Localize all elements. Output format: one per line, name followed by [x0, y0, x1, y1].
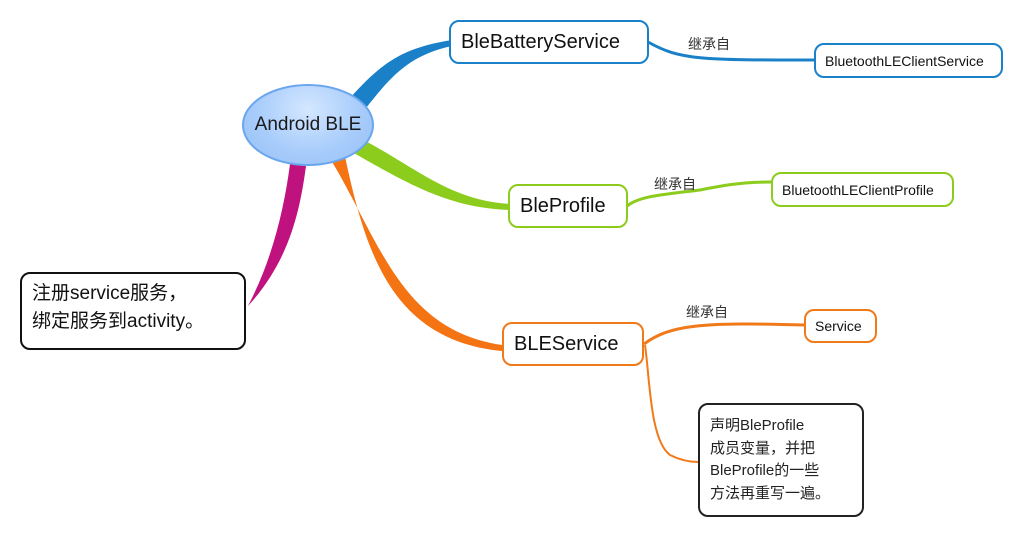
central-topic[interactable]: Android BLE	[242, 84, 374, 166]
node-label: BleProfile	[520, 194, 606, 217]
callout-register-service[interactable]: 注册service服务， 绑定服务到activity。	[20, 272, 246, 350]
branch-blue	[350, 40, 452, 108]
relation-label-orange: 继承自	[686, 305, 728, 321]
node-label: Service	[815, 318, 862, 334]
central-topic-label: Android BLE	[254, 114, 362, 135]
node-service[interactable]: Service	[804, 309, 877, 343]
node-bluetoothleclientprofile[interactable]: BluetoothLEClientProfile	[771, 172, 954, 207]
node-label: BluetoothLEClientService	[825, 52, 984, 69]
note-line: 声明BleProfile	[710, 417, 805, 434]
node-bleservice[interactable]: BLEService	[502, 322, 644, 366]
branch-green	[352, 138, 510, 210]
connector-green	[626, 180, 773, 208]
connector-orange-note	[644, 344, 699, 463]
callout-line: 注册service服务，	[32, 283, 188, 304]
node-label: BluetoothLEClientProfile	[782, 181, 934, 198]
callout-line: 绑定服务到activity。	[32, 310, 205, 332]
node-blebatteryservice[interactable]: BleBatteryService	[449, 20, 649, 64]
note-line: BleProfile的一些	[710, 462, 820, 479]
connector-orange-service	[643, 322, 806, 346]
branch-orange	[328, 152, 502, 351]
node-label: BLEService	[514, 332, 619, 355]
relation-label-green: 继承自	[654, 177, 696, 193]
branch-magenta	[248, 164, 306, 306]
node-bluetoothleclientservice[interactable]: BluetoothLEClientService	[814, 43, 1003, 78]
node-bleprofile[interactable]: BleProfile	[508, 184, 628, 228]
note-line: 成员变量，并把	[710, 439, 816, 457]
node-label: BleBatteryService	[461, 30, 620, 53]
note-line: 方法再重写一遍。	[710, 484, 831, 502]
relation-label-blue: 继承自	[688, 37, 730, 53]
note-bleservice[interactable]: 声明BleProfile 成员变量，并把 BleProfile的一些 方法再重写…	[698, 403, 864, 517]
connector-blue	[647, 40, 816, 62]
